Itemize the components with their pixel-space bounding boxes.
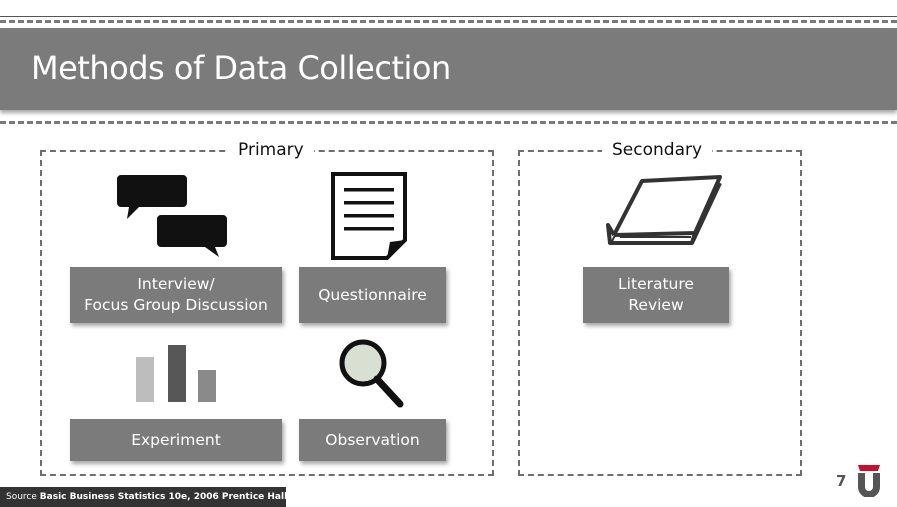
slide-title: Methods of Data Collection (31, 49, 451, 87)
university-logo-icon (858, 465, 880, 497)
secondary-label: Secondary (602, 140, 713, 160)
literature-review-button[interactable]: Literature Review (583, 267, 729, 323)
bar-chart-icon (136, 345, 216, 402)
questionnaire-button[interactable]: Questionnaire (299, 267, 446, 323)
chat-bubbles-icon (117, 175, 227, 257)
top-rule (0, 16, 897, 17)
document-icon (331, 172, 407, 260)
observation-button[interactable]: Observation (299, 419, 446, 461)
magnifier-icon (339, 339, 404, 408)
bottom-dashed-line (0, 121, 897, 124)
title-band: Methods of Data Collection (0, 28, 897, 110)
top-dashed-line (0, 20, 897, 23)
primary-label: Primary (228, 140, 314, 160)
secondary-group: Secondary (518, 140, 802, 476)
page-number: 7 (836, 472, 847, 490)
source-prefix: Source (6, 492, 37, 502)
book-icon (606, 175, 722, 245)
experiment-button[interactable]: Experiment (70, 419, 282, 461)
source-bar: Source Basic Business Statistics 10e, 20… (0, 487, 288, 507)
primary-group: Primary (40, 140, 494, 476)
source-reference: Basic Business Statistics 10e, 2006 Pren… (39, 492, 288, 502)
interview-button[interactable]: Interview/ Focus Group Discussion (70, 267, 282, 323)
